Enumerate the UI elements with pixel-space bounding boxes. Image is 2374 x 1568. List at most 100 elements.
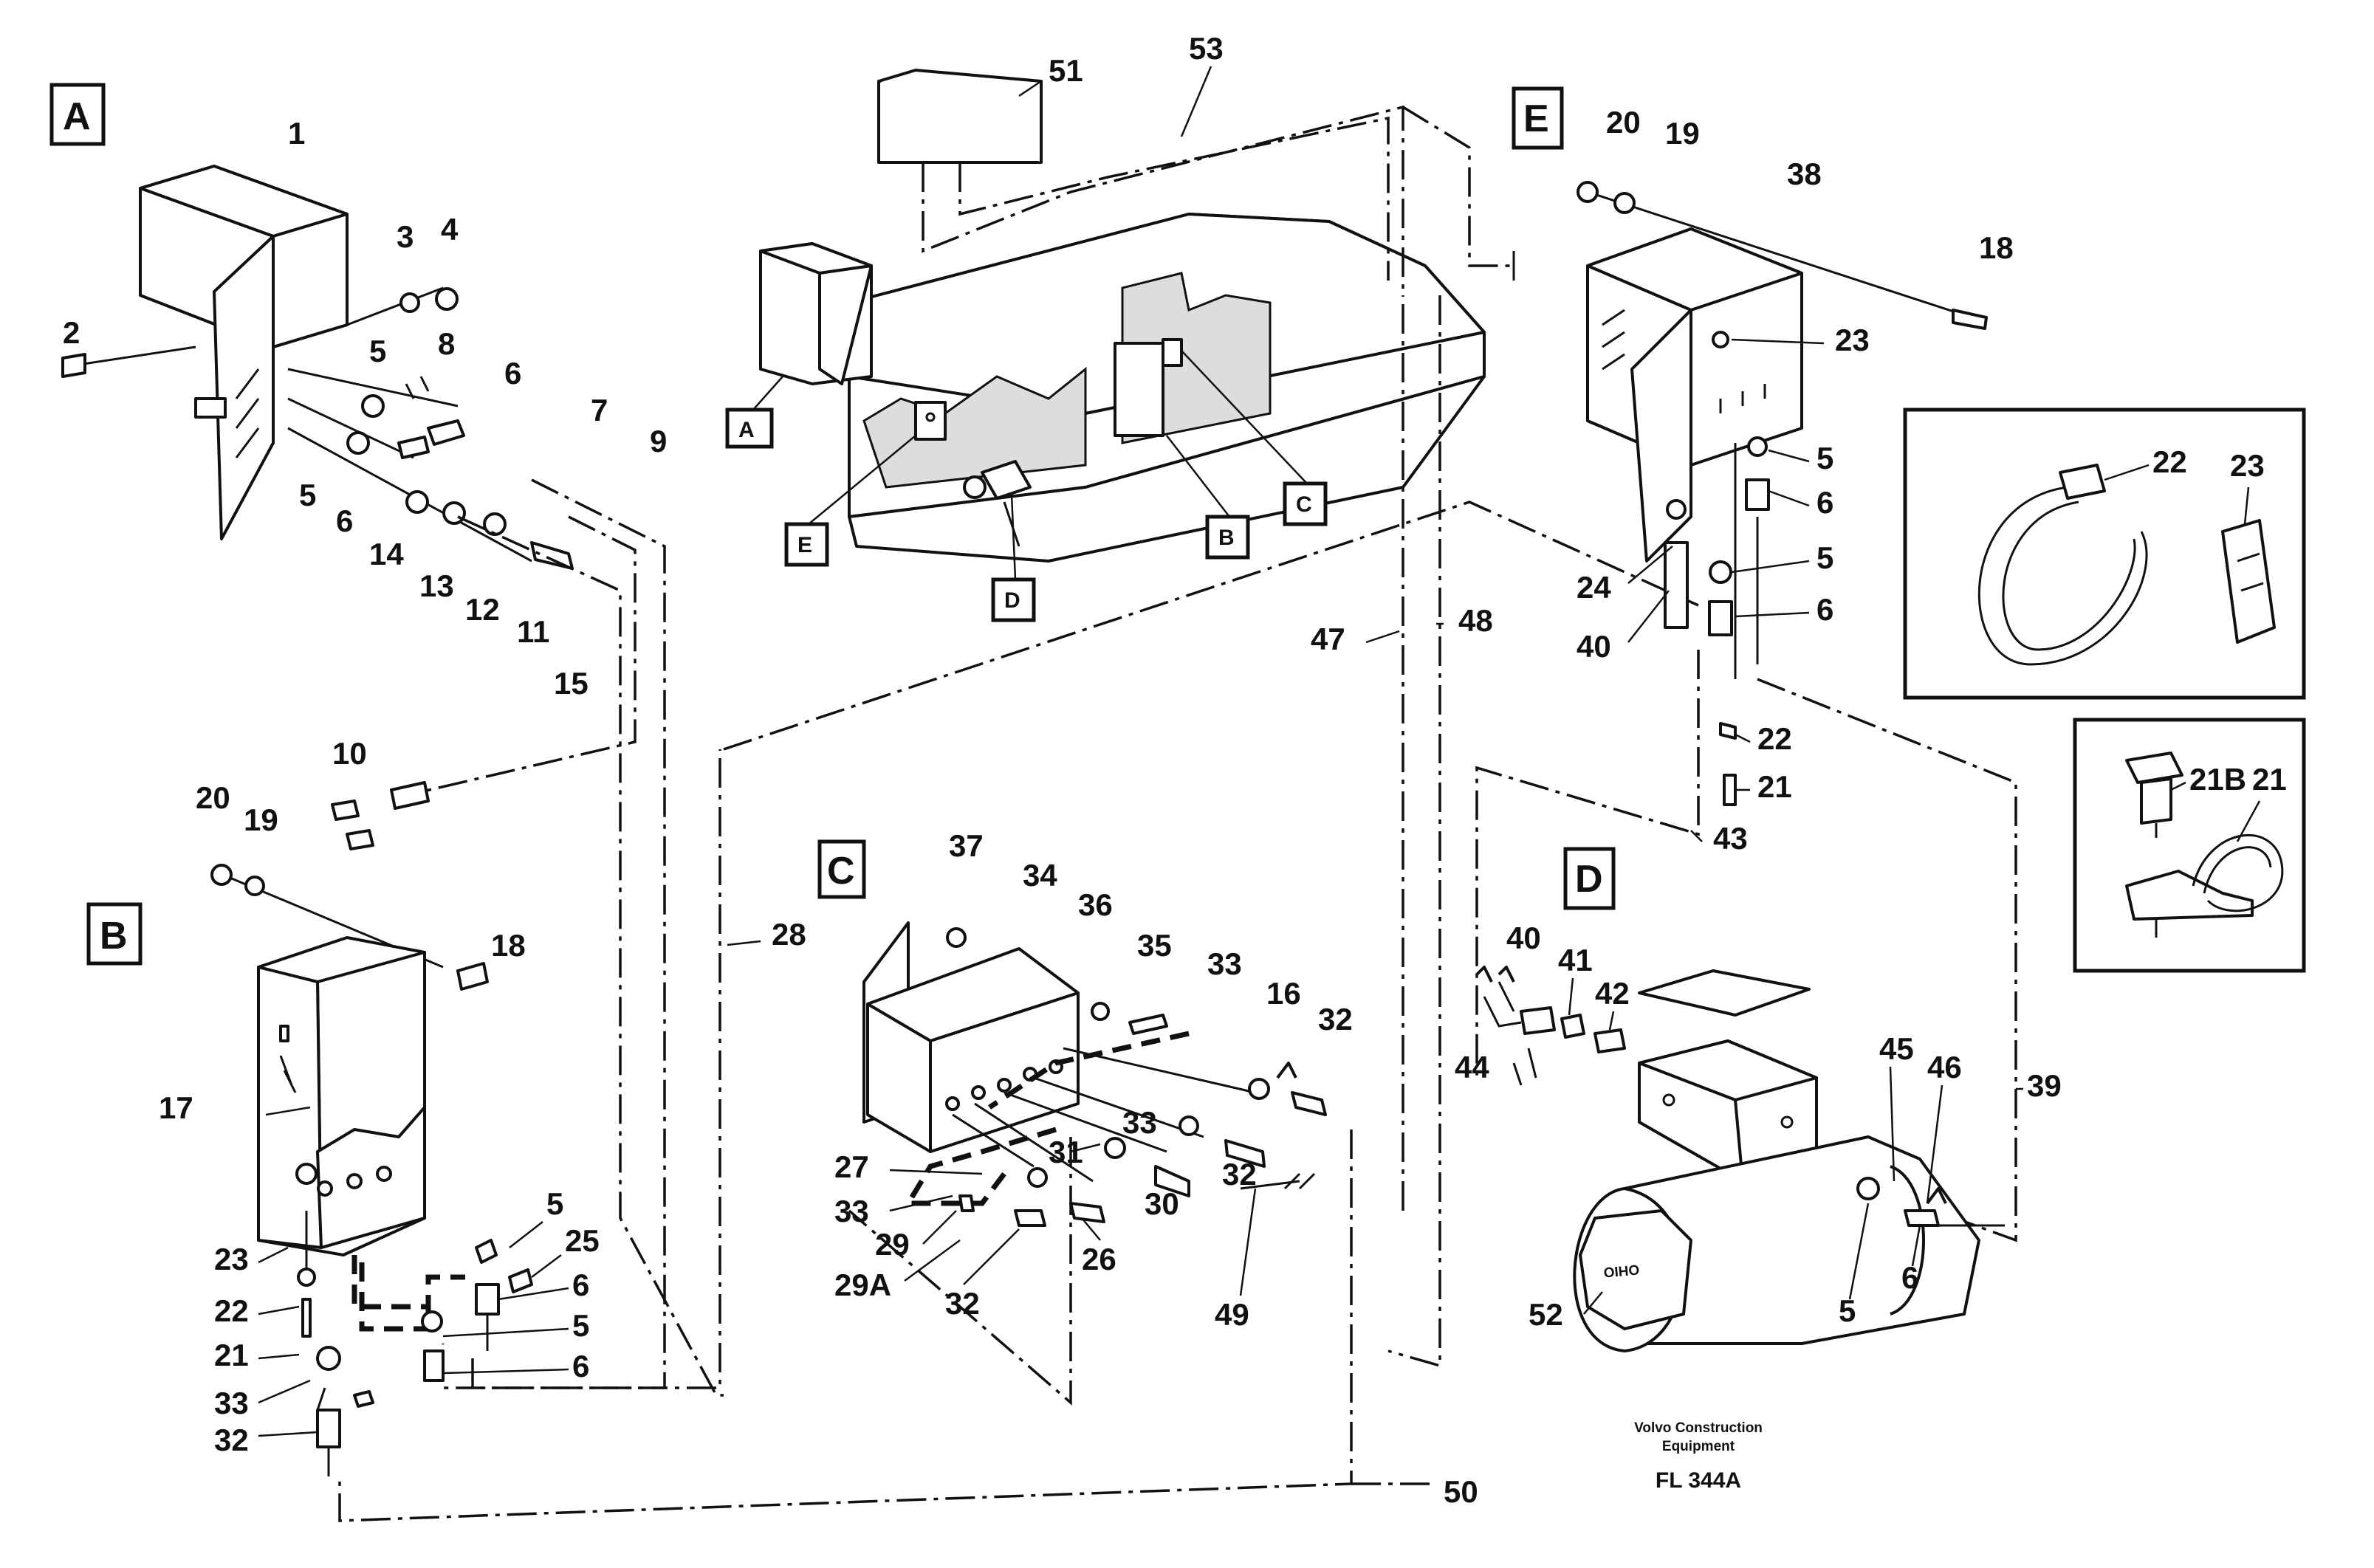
part-number-35: 35 — [1137, 928, 1172, 963]
cable-tie-inset: 22 23 — [1903, 408, 2306, 700]
part-number-53: 53 — [1189, 31, 1224, 66]
credit-line-2: Equipment — [1662, 1439, 1735, 1454]
drawing-credit: Volvo Construction Equipment FL 344A — [1634, 1420, 1763, 1493]
cab-overview: A E D B C 51 53 — [725, 31, 1515, 622]
part-number-6-e1: 6 — [1816, 485, 1833, 520]
part-number-7: 7 — [591, 393, 608, 427]
view-a-junction-box: A 1 2 3 4 5 8 6 7 9 5 6 14 13 12 — [49, 83, 667, 701]
callout-a: A — [738, 418, 755, 442]
part-number-38: 38 — [1787, 157, 1822, 191]
part-number-3: 3 — [397, 219, 414, 254]
part-number-21-b: 21 — [214, 1338, 249, 1372]
view-label-e: E — [1523, 97, 1549, 140]
callout-e: E — [797, 533, 812, 557]
part-number-22-inset: 22 — [2152, 444, 2187, 479]
part-number-34: 34 — [1023, 858, 1057, 893]
part-number-5-e1: 5 — [1816, 441, 1833, 475]
part-number-51: 51 — [1049, 53, 1083, 88]
part-number-39: 39 — [2027, 1068, 2062, 1103]
part-number-6-b2: 6 — [572, 1349, 589, 1383]
part-number-32-b: 32 — [214, 1423, 249, 1457]
part-number-42: 42 — [1595, 976, 1630, 1011]
part-number-33-b: 33 — [214, 1386, 249, 1420]
part-number-33-c2: 33 — [1122, 1105, 1157, 1140]
callout-b: B — [1218, 526, 1235, 550]
part-number-31: 31 — [1049, 1135, 1083, 1169]
part-number-21b: 21B — [2189, 762, 2246, 797]
part-number-48: 48 — [1458, 603, 1493, 638]
part-number-18-e: 18 — [1979, 230, 2014, 265]
view-label-box-a — [49, 83, 106, 146]
part-number-19-b: 19 — [244, 802, 278, 837]
part-number-5-a1: 5 — [369, 334, 386, 368]
part-number-32-c3: 32 — [945, 1286, 980, 1321]
part-number-26: 26 — [1082, 1242, 1116, 1276]
part-number-46: 46 — [1927, 1050, 1962, 1084]
part-number-33-c3: 33 — [834, 1194, 869, 1228]
part-number-27: 27 — [834, 1149, 869, 1184]
part-number-29: 29 — [875, 1227, 910, 1262]
part-number-21-e: 21 — [1757, 769, 1792, 804]
callout-d: D — [1004, 588, 1020, 613]
part-number-18-b: 18 — [491, 928, 526, 963]
part-number-30: 30 — [1145, 1186, 1179, 1221]
part-number-5-b2: 5 — [572, 1308, 589, 1343]
callout-c: C — [1296, 492, 1312, 517]
part-number-44: 44 — [1455, 1050, 1489, 1084]
view-label-box-e — [1512, 86, 1564, 150]
part-number-14: 14 — [369, 537, 404, 571]
part-number-22-b: 22 — [214, 1293, 249, 1328]
part-number-16: 16 — [1266, 976, 1301, 1011]
credit-line-1: Volvo Construction — [1634, 1420, 1763, 1436]
part-number-20-b: 20 — [196, 780, 230, 815]
part-number-32-c2: 32 — [1222, 1157, 1257, 1192]
part-number-19-e: 19 — [1665, 116, 1700, 151]
part-number-40-e: 40 — [1577, 629, 1611, 664]
part-number-28: 28 — [772, 917, 806, 952]
view-e-junction-box: E 20 19 38 18 23 5 6 5 6 24 40 22 21 — [1475, 86, 2062, 1242]
part-number-45: 45 — [1879, 1031, 1914, 1066]
part-number-15: 15 — [554, 666, 589, 701]
view-label-box-b — [86, 902, 143, 966]
part-number-6-d: 6 — [1901, 1260, 1918, 1295]
part-number-40-d: 40 — [1506, 921, 1541, 955]
view-label-a: A — [63, 95, 91, 138]
part-number-8-a: 8 — [438, 326, 455, 361]
view-label-box-c — [817, 839, 866, 899]
callout-box-d — [991, 577, 1036, 622]
part-number-10: 10 — [332, 736, 367, 771]
part-number-43: 43 — [1713, 821, 1748, 856]
part-number-12: 12 — [465, 592, 500, 627]
part-number-21-inset: 21 — [2252, 762, 2287, 797]
part-number-6-a2: 6 — [336, 503, 353, 538]
part-number-41: 41 — [1558, 943, 1593, 977]
part-number-23-e: 23 — [1835, 323, 1870, 357]
part-number-5-e2: 5 — [1816, 540, 1833, 575]
view-label-c: C — [827, 850, 855, 893]
part-number-32-c1: 32 — [1318, 1002, 1353, 1036]
view-label-box-d — [1563, 847, 1616, 910]
part-number-6-e2: 6 — [1816, 592, 1833, 627]
part-number-50: 50 — [1444, 1474, 1478, 1509]
callout-box-a — [725, 408, 774, 449]
part-number-25: 25 — [565, 1223, 600, 1258]
part-number-6-a1: 6 — [504, 356, 521, 391]
part-number-20-e: 20 — [1606, 105, 1641, 140]
part-number-49: 49 — [1215, 1297, 1249, 1332]
callout-box-c — [1283, 481, 1328, 526]
part-number-5-d: 5 — [1839, 1293, 1856, 1328]
part-number-36: 36 — [1078, 887, 1113, 922]
part-number-22-e: 22 — [1757, 721, 1792, 756]
part-number-47: 47 — [1311, 622, 1345, 656]
part-number-6-b1: 6 — [572, 1268, 589, 1302]
drawing-code: FL 344A — [1656, 1468, 1741, 1493]
part-number-24: 24 — [1577, 570, 1611, 605]
part-number-23-b: 23 — [214, 1242, 249, 1276]
inset-frame-clamp — [2073, 718, 2306, 973]
view-label-d: D — [1575, 858, 1603, 901]
view-label-b: B — [100, 915, 128, 957]
callout-box-e — [784, 522, 829, 567]
part-number-23-inset: 23 — [2230, 448, 2265, 483]
part-number-1: 1 — [288, 116, 305, 151]
view-c-relay-box: C 37 34 36 35 33 16 32 33 32 3 — [817, 828, 1353, 1332]
